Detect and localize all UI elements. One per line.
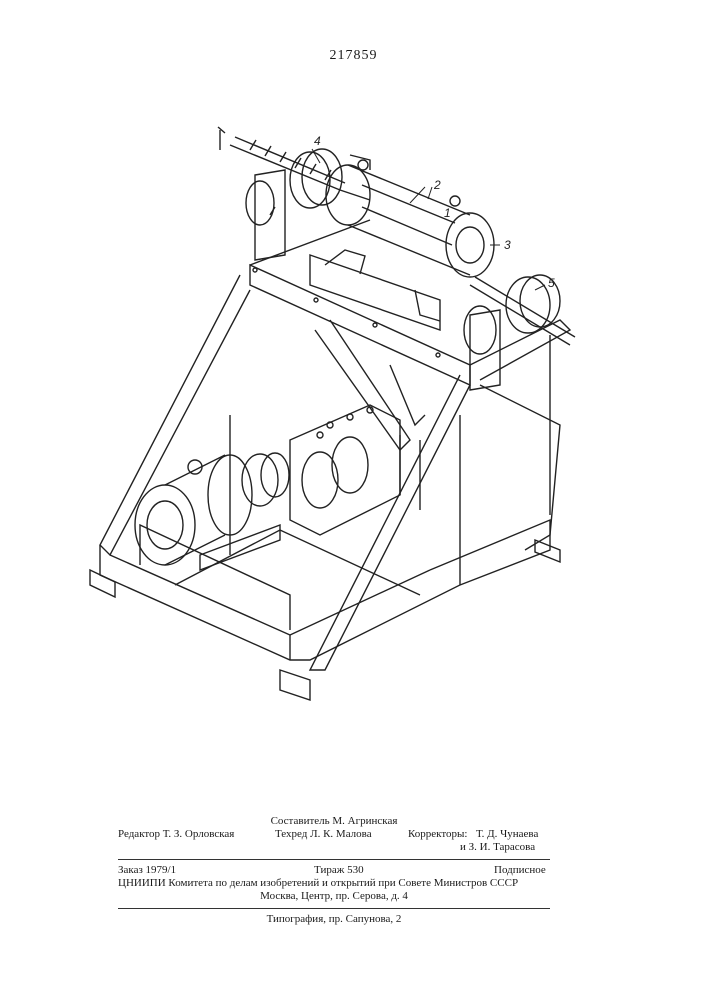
corrector-2: и З. И. Тарасова — [460, 841, 535, 854]
divider — [118, 859, 550, 860]
callout-3: 3 — [504, 238, 511, 252]
editor: Редактор Т. З. Орловская — [118, 828, 234, 841]
inner-struts — [315, 320, 425, 510]
cylinder-unit — [326, 155, 494, 277]
compiler: Составитель М. Агринская — [271, 815, 398, 827]
divider — [118, 908, 550, 909]
callout-1: 1 — [444, 206, 451, 220]
correctors-label: Корректоры: — [408, 828, 467, 841]
corrector-1: Т. Д. Чунаева — [476, 828, 538, 841]
techred: Техред Л. К. Малова — [275, 828, 372, 841]
colophon: Составитель М. Агринская Редактор Т. З. … — [118, 815, 550, 926]
guide-roller-5 — [464, 275, 560, 390]
patent-number: 217859 — [0, 48, 707, 64]
callout-2: 2 — [433, 178, 441, 192]
publisher-line-1: ЦНИИПИ Комитета по делам изобретений и о… — [118, 877, 518, 889]
base-frame — [90, 415, 560, 700]
foot — [280, 670, 310, 700]
callout-4: 4 — [314, 134, 321, 148]
publisher-line-2: Москва, Центр, пр. Серова, д. 4 — [260, 890, 408, 902]
electric-motor — [135, 455, 280, 570]
gearbox — [242, 405, 400, 535]
callout-5: 5 — [548, 276, 555, 290]
top-frame — [100, 220, 570, 670]
foot — [90, 570, 115, 597]
machine-drawing: 4 2 1 3 5 — [80, 115, 620, 715]
order: Заказ 1979/1 — [118, 864, 176, 877]
mount-plate — [310, 250, 440, 330]
circulation: Тираж 530 — [314, 864, 364, 877]
printer: Типография, пр. Сапунова, 2 — [267, 913, 402, 925]
subscription: Подписное — [494, 864, 546, 877]
